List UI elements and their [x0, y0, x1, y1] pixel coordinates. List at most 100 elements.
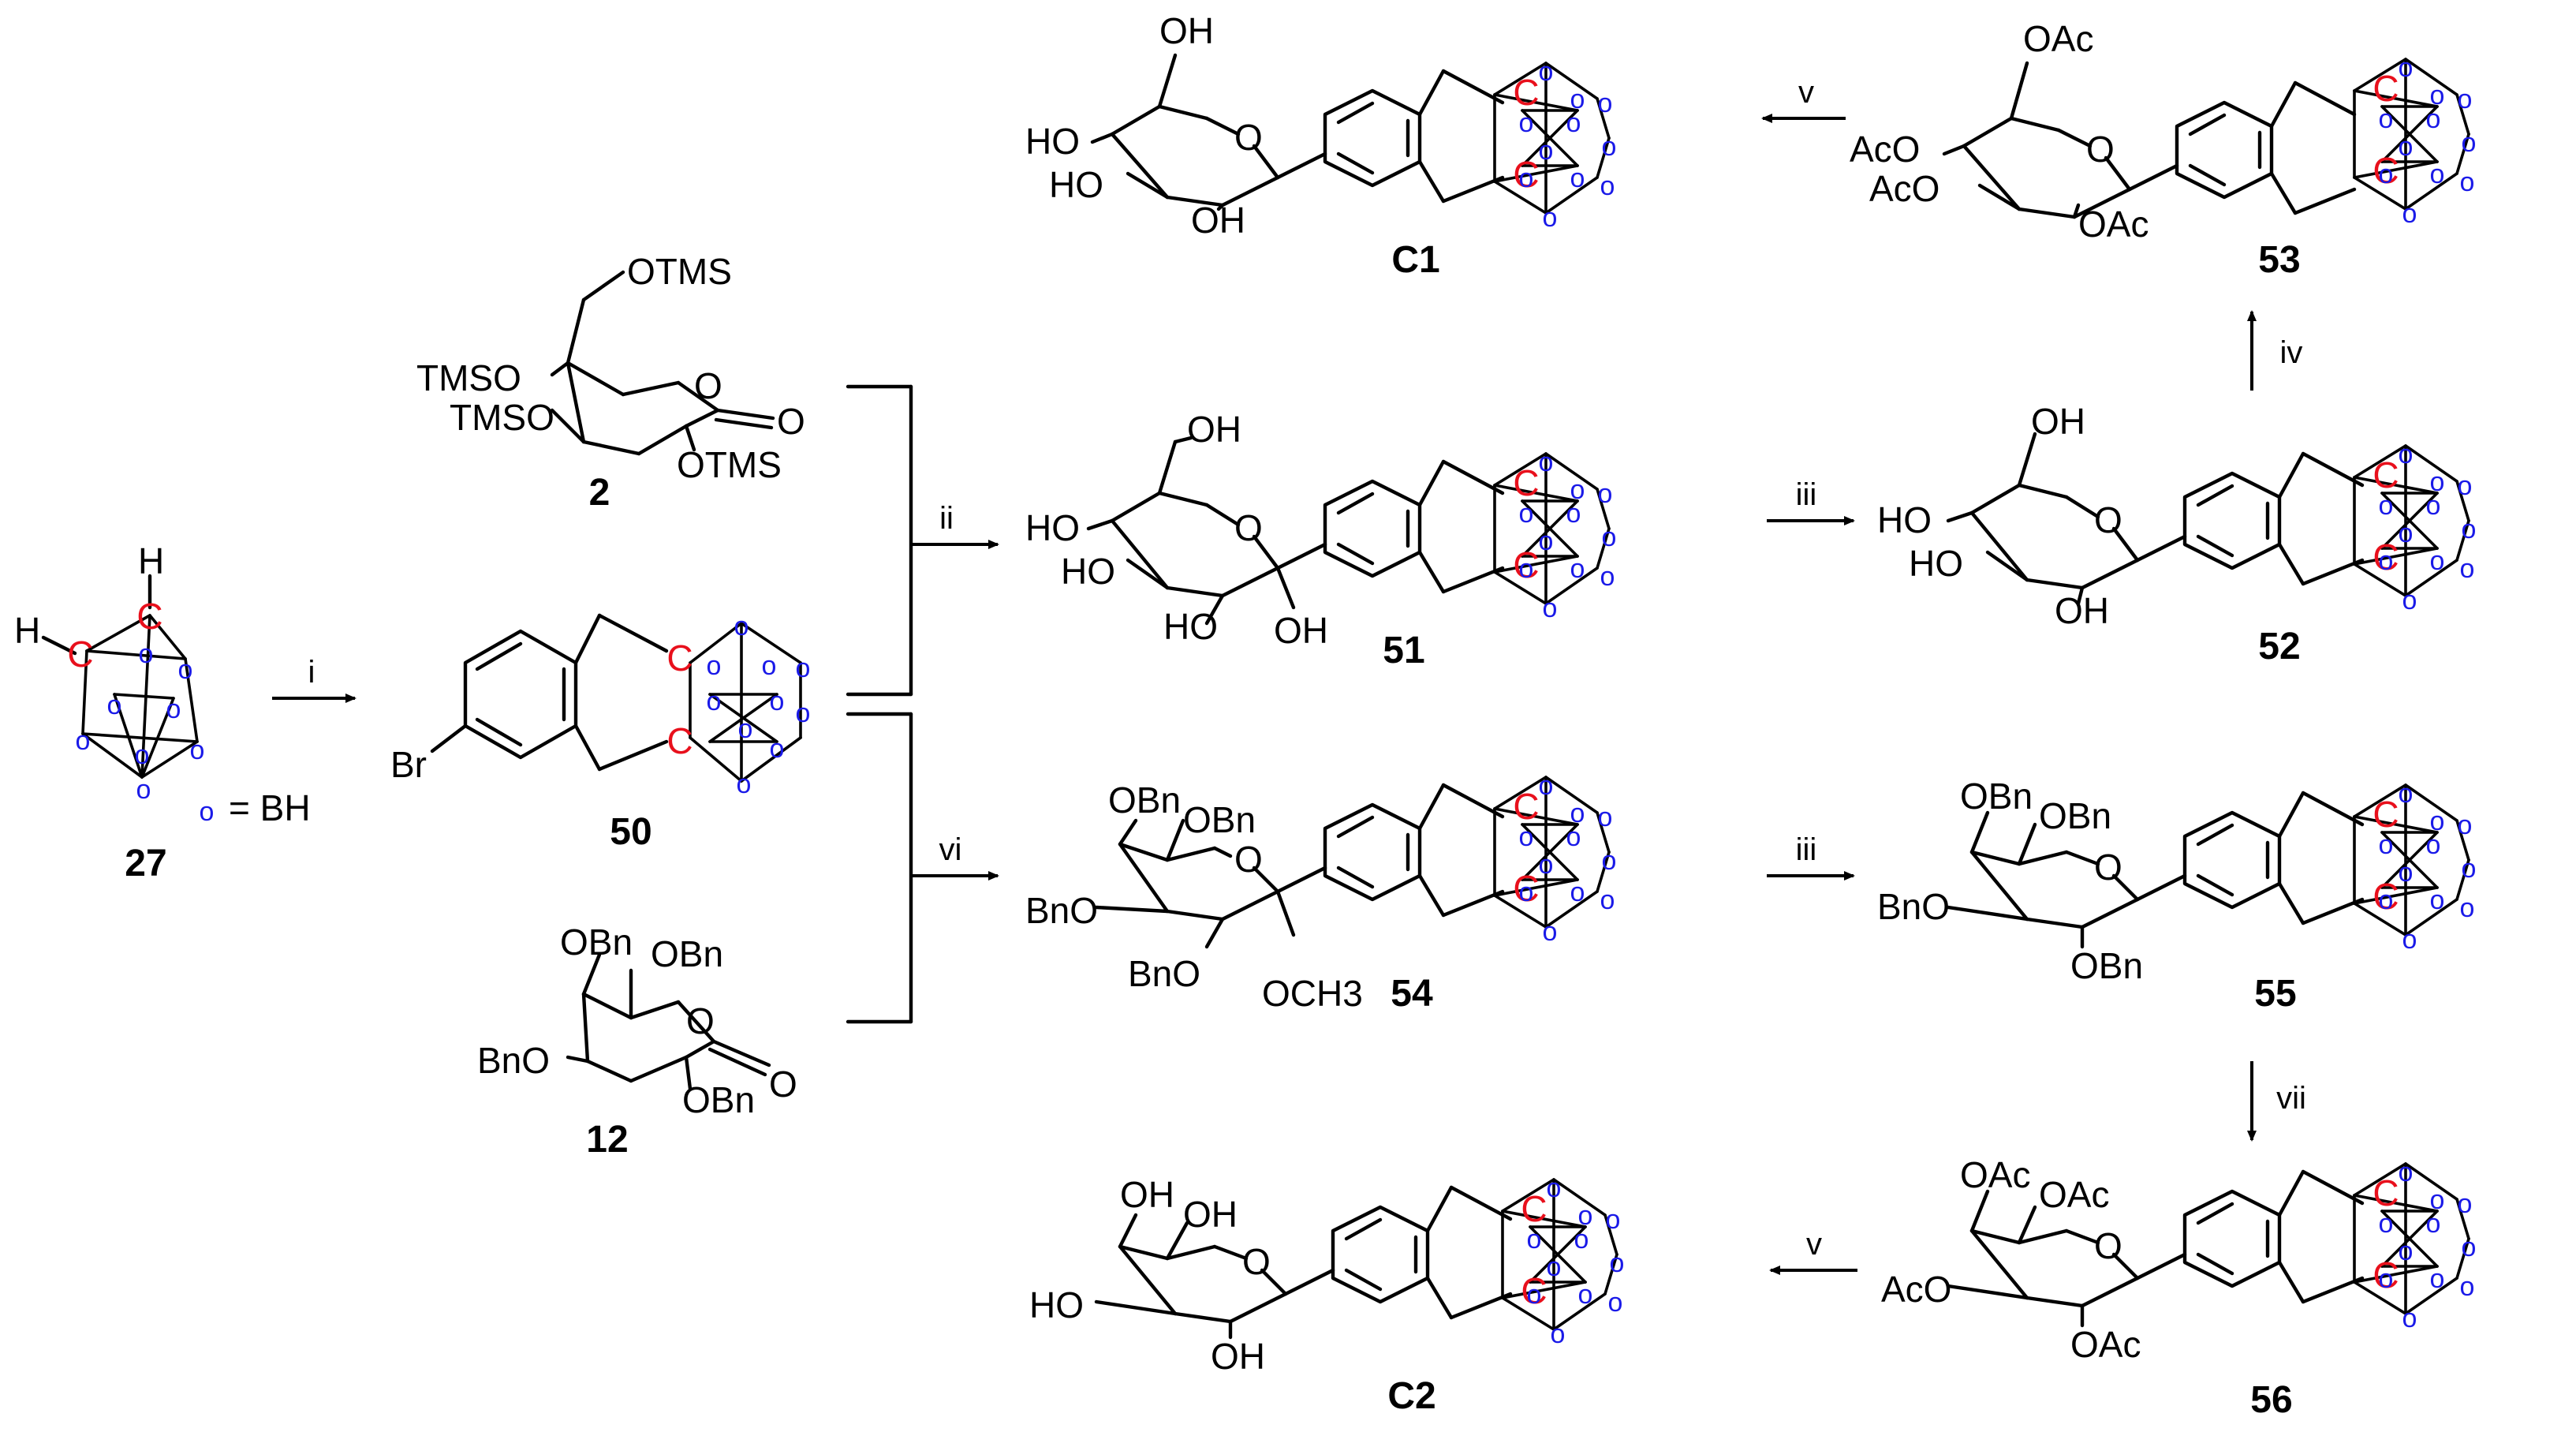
boron-vertex: o [1578, 1280, 1593, 1310]
boron-vertex: o [1543, 203, 1558, 233]
ring-oxygen: O [2094, 1225, 2122, 1266]
hydroxyl-group: HO [1061, 551, 1115, 592]
boron-vertex: o [1570, 475, 1585, 505]
boron-vertex: o [2399, 518, 2414, 548]
boron-vertex: o [2430, 1264, 2445, 1294]
boron-vertex: o [1570, 163, 1585, 193]
compound-27-structure [41, 574, 199, 779]
compound-53-structure [1942, 61, 2357, 219]
svg-text:o: o [737, 769, 752, 799]
ring-oxygen: O [2094, 847, 2122, 888]
obn-group: OBn [560, 922, 633, 963]
reagent-label-i: i [308, 655, 315, 690]
ring-oxygen: O [2086, 129, 2115, 170]
boron-vertex: o [2430, 1185, 2445, 1215]
compound-label-50: 50 [610, 811, 651, 853]
compound-C1-structure [1090, 53, 1505, 211]
svg-text:o: o [139, 639, 154, 669]
obn-group: OBn [682, 1079, 755, 1120]
compound-label-C1: C1 [1391, 239, 1439, 281]
boron-vertex: o [2379, 885, 2394, 915]
reagent-label-iii: iii [1796, 477, 1817, 512]
hydroxyl-group: HO [1877, 499, 1932, 540]
reagent-label-vii: vii [2276, 1081, 2306, 1116]
hydroxyl-group: OH [1191, 200, 1245, 241]
compound-label-53: 53 [2258, 239, 2300, 281]
boron-vertices: o o o o o o o o o o [707, 611, 811, 799]
boron-vertex: o [1519, 499, 1534, 529]
bracket-vi [846, 712, 913, 1024]
svg-text:o: o [178, 655, 193, 685]
boron-vertex: o [2399, 53, 2414, 83]
legend-text: = BH [229, 787, 311, 828]
boron-vertex: o [2430, 159, 2445, 189]
boron-vertex: o [1543, 593, 1558, 623]
compound-label-51: 51 [1383, 630, 1424, 671]
hydroxyl-group: HO [1025, 121, 1080, 162]
obn-group: OBn [2039, 795, 2111, 836]
svg-text:o: o [770, 686, 785, 716]
boron-vertex: o [1519, 877, 1534, 907]
bno-group: BnO [1128, 953, 1200, 994]
compound-50-structure [430, 613, 802, 783]
boron-vertex: o [1598, 479, 1613, 509]
methoxy-group: OCH3 [1262, 973, 1363, 1014]
boron-vertex: o [2426, 491, 2441, 521]
compound-51-structure [1086, 436, 1505, 626]
boron-vertex: o [2462, 1232, 2477, 1262]
hydroxyl-group: HO [1163, 606, 1218, 647]
ring-oxygen: O [686, 1000, 715, 1041]
svg-text:o: o [107, 690, 122, 720]
compound-12-structure [566, 952, 771, 1091]
boron-vertex: o [1602, 132, 1617, 162]
compound-label-56: 56 [2250, 1379, 2292, 1421]
carbon-atom: C [2373, 454, 2399, 495]
svg-text:o: o [135, 740, 150, 770]
boron-vertex: o [2379, 1264, 2394, 1294]
obn-group: OBn [2070, 945, 2143, 986]
obn-group: OBn [651, 933, 723, 974]
svg-text:o: o [190, 735, 205, 765]
boron-vertex: o [1539, 771, 1554, 801]
carbon-atom: C [67, 634, 93, 675]
reagent-label-iv: iv [2280, 335, 2303, 370]
boron-vertex: o [2402, 1303, 2417, 1333]
compound-label-C2: C2 [1387, 1375, 1435, 1417]
boron-vertex: o [2460, 893, 2475, 923]
bracket-ii [846, 384, 913, 697]
svg-text:o: o [136, 775, 151, 805]
acetoxy-group: OAc [2078, 204, 2149, 245]
svg-text:o: o [762, 651, 777, 681]
boron-vertex: o [2426, 104, 2441, 134]
boron-vertex: o [1519, 108, 1534, 138]
carbonyl-oxygen: O [777, 401, 805, 442]
boron-vertex: o [2460, 167, 2475, 197]
boron-vertex: o [1527, 1280, 1542, 1310]
boron-vertex: o [1539, 57, 1554, 87]
obn-group: OBn [1108, 780, 1181, 821]
carbon-atom: C [1513, 786, 1539, 827]
ring-oxygen: O [2094, 499, 2122, 540]
carbon-atom: C [2373, 68, 2399, 109]
acetoxy-group: OAc [2070, 1324, 2141, 1365]
hydroxyl-group: OH [2055, 590, 2109, 631]
boron-vertex: o [1598, 88, 1613, 118]
hydroxyl-group: OH [1274, 610, 1328, 651]
reagent-label-vi: vi [939, 832, 962, 867]
boron-vertex: o [2430, 546, 2445, 576]
boron-vertex: o [2402, 585, 2417, 615]
boron-vertex: o [1519, 822, 1534, 852]
compound-label-52: 52 [2258, 626, 2300, 667]
boron-vertex: o [2399, 132, 2414, 162]
reagent-label-v: v [1798, 75, 1814, 110]
boron-vertex: o [1570, 877, 1585, 907]
acetoxy-group: AcO [1850, 129, 1920, 170]
ring-oxygen: O [1234, 507, 1263, 548]
carbon-atom: C [2373, 1254, 2399, 1296]
obn-group: OBn [1183, 799, 1256, 840]
